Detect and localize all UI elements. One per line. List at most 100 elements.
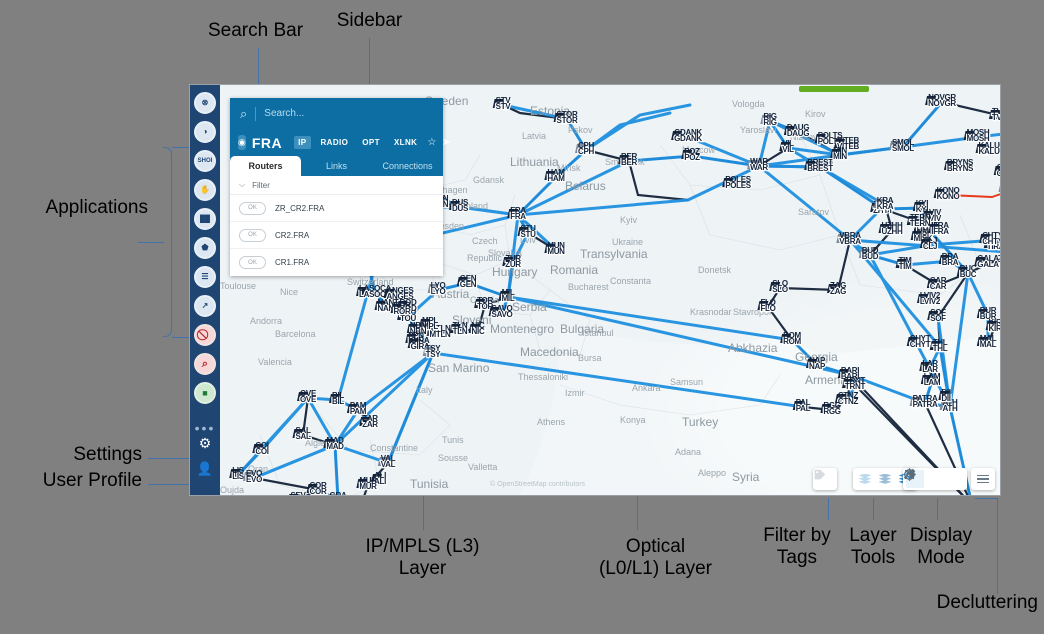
filter-row[interactable]: ⌵ Filter bbox=[230, 176, 443, 195]
map-node[interactable]: SEVSEV bbox=[287, 491, 306, 495]
chip-xlnk[interactable]: XLNK bbox=[393, 138, 418, 147]
search-bar[interactable]: ⌕ bbox=[230, 98, 443, 129]
map-node[interactable]: TIRASTIRAS bbox=[983, 236, 1000, 254]
tab-connections[interactable]: Connections bbox=[382, 161, 433, 171]
tools-icon[interactable] bbox=[903, 468, 964, 488]
layers-stack-icon[interactable]: ☰ bbox=[194, 266, 216, 288]
navigate-icon[interactable]: ➤ bbox=[442, 137, 451, 148]
chip-opt[interactable]: OPT bbox=[362, 138, 380, 147]
tab-links[interactable]: Links bbox=[325, 161, 347, 171]
map-node[interactable]: GRAGRA bbox=[326, 491, 347, 495]
hamburger-icon[interactable] bbox=[974, 470, 992, 488]
map-node[interactable]: ORYOLORYOL bbox=[993, 163, 1000, 181]
location-pin-icon[interactable]: ◉ bbox=[238, 135, 246, 150]
map-node[interactable]: TVERTVER bbox=[988, 107, 1000, 125]
contrast-icon[interactable] bbox=[904, 469, 944, 488]
tag-icon[interactable] bbox=[814, 469, 834, 488]
more-apps-icon[interactable]: ••• bbox=[194, 420, 216, 436]
datacenter-icon[interactable]: ██ bbox=[194, 208, 216, 230]
network-globe-icon[interactable]: ⊗ bbox=[194, 92, 216, 114]
display-mode-toolbar[interactable] bbox=[903, 468, 967, 490]
router-row[interactable]: OK CR2.FRA bbox=[230, 222, 443, 249]
diamond-layer-icon[interactable]: ⬟ bbox=[194, 237, 216, 259]
user-profile-icon[interactable]: 👤 bbox=[196, 461, 214, 476]
map-node[interactable]: KALUGKALUG bbox=[975, 141, 1000, 159]
gear-icon[interactable]: ⚙ bbox=[198, 435, 212, 451]
layer-light-icon[interactable] bbox=[856, 470, 874, 488]
map-node[interactable]: UMANUMAN bbox=[913, 220, 941, 238]
inspect-search-icon[interactable]: ⌕ bbox=[194, 353, 216, 375]
map-node[interactable]: MISKMISK bbox=[910, 228, 934, 246]
